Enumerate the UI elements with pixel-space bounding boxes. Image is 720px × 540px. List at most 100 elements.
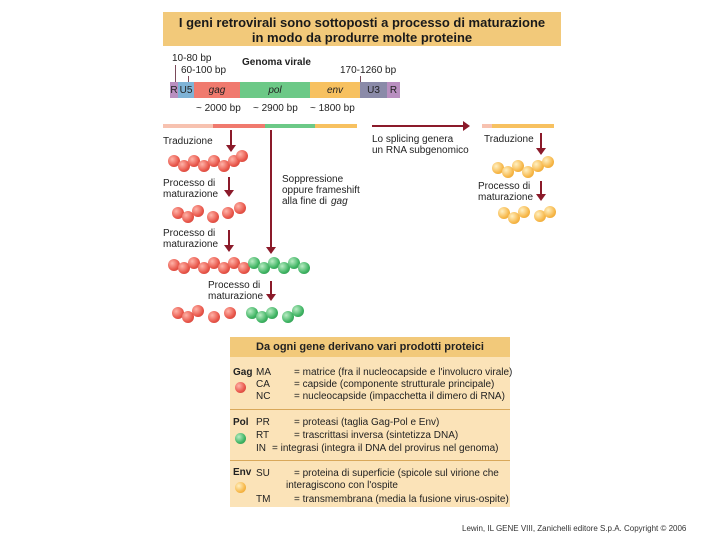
gag-cleaved-ball — [234, 202, 246, 214]
mrna-sub-env — [492, 124, 554, 128]
gag-pol-ball — [258, 262, 270, 274]
gag-pol-ball — [238, 262, 250, 274]
gag-cleaved-ball — [182, 211, 194, 223]
splicing-label: Lo splicing genera un RNA subgenomico — [372, 134, 469, 156]
gag-pol-ball — [188, 257, 200, 269]
gag-protein-ball — [218, 160, 230, 172]
arrow-processo-2 — [224, 230, 234, 252]
abbr-tm: TM — [256, 494, 271, 505]
segment-r-left: R — [170, 82, 178, 98]
final-protein-ball — [172, 307, 184, 319]
env-protein-ball — [522, 166, 534, 178]
tick-170-1260 — [360, 76, 361, 82]
desc-pr: = proteasi (taglia Gag-Pol e Env) — [294, 417, 440, 428]
gag-pol-ball — [248, 257, 260, 269]
segment-u5: U5 — [178, 82, 194, 98]
mrna-sub-5 — [482, 124, 492, 128]
title-banner: I geni retrovirali sono sottoposti a pro… — [163, 12, 561, 46]
final-protein-ball — [292, 305, 304, 317]
table-header: Da ogni gene derivano vari prodotti prot… — [230, 337, 510, 357]
gag-color-dot — [235, 382, 246, 393]
desc-ma: = matrice (fra il nucleocapside e l'invo… — [294, 367, 513, 378]
arrow-traduzione — [226, 130, 236, 152]
table-divider — [230, 409, 510, 410]
processo-right: Processo di maturazione — [478, 181, 534, 203]
gene-label-pol: Pol — [233, 417, 249, 428]
final-protein-ball — [208, 311, 220, 323]
traduzione-left: Traduzione — [163, 136, 213, 147]
env-cleaved-ball — [518, 206, 530, 218]
final-protein-ball — [246, 307, 258, 319]
mrna-left-5 — [163, 124, 213, 128]
gag-protein-ball — [188, 155, 200, 167]
arrow-splicing — [372, 121, 470, 131]
arrow-processo-3 — [266, 281, 276, 301]
gag-cleaved-ball — [172, 207, 184, 219]
arrow-traduzione-right — [536, 133, 546, 155]
size-env: ~ 1800 bp — [310, 103, 355, 114]
tick-60-100 — [188, 76, 189, 82]
env-protein-ball — [542, 156, 554, 168]
desc-in: = integrasi (integra il DNA del provirus… — [272, 443, 499, 454]
env-protein-ball — [532, 160, 544, 172]
gag-protein-ball — [208, 155, 220, 167]
mrna-env — [315, 124, 357, 128]
gag-protein-ball — [168, 155, 180, 167]
final-protein-ball — [182, 311, 194, 323]
segment-r-right: R — [387, 82, 400, 98]
env-color-dot — [235, 482, 246, 493]
gag-pol-ball — [218, 262, 230, 274]
tick-10-80 — [175, 65, 176, 82]
processo-2: Processo di maturazione — [163, 228, 219, 250]
processo-3: Processo di maturazione — [208, 280, 264, 302]
mrna-gag — [213, 124, 265, 128]
title-line-2: in modo da produrre molte proteine — [251, 30, 473, 45]
gene-label-env: Env — [233, 467, 252, 478]
segment-env: env — [310, 82, 360, 98]
title-line-1: I geni retrovirali sono sottoposti a pro… — [178, 15, 546, 30]
size-gag: ~ 2000 bp — [196, 103, 241, 114]
pol-color-dot — [235, 433, 246, 444]
final-protein-ball — [266, 307, 278, 319]
gag-pol-ball — [208, 257, 220, 269]
genome-label: Genoma virale — [242, 57, 311, 68]
gag-cleaved-ball — [222, 207, 234, 219]
gag-pol-ball — [168, 259, 180, 271]
abbr-ca: CA — [256, 379, 270, 390]
bp-label-170-1260: 170-1260 bp — [340, 65, 397, 76]
env-cleaved-ball — [544, 206, 556, 218]
gag-pol-ball — [228, 257, 240, 269]
desc-su: = proteina di superficie (spicole sul vi… — [294, 468, 499, 479]
abbr-in: IN — [256, 443, 266, 454]
gag-cleaved-ball — [192, 205, 204, 217]
env-cleaved-ball — [498, 207, 510, 219]
bp-label-10-80: 10-80 bp — [172, 53, 212, 64]
env-cleaved-ball — [534, 210, 546, 222]
desc-su-cont: interagiscono con l'ospite — [286, 480, 398, 491]
gag-protein-ball — [178, 160, 190, 172]
env-protein-ball — [502, 166, 514, 178]
mrna-pol — [265, 124, 315, 128]
desc-rt: = trascrittasi inversa (sintetizza DNA) — [294, 430, 459, 441]
gag-pol-ball — [278, 262, 290, 274]
traduzione-right: Traduzione — [484, 134, 534, 145]
arrow-processo-right — [536, 181, 546, 201]
protein-products-table: Da ogni gene derivano vari prodotti prot… — [230, 337, 513, 507]
env-protein-ball — [492, 162, 504, 174]
desc-ca: = capside (componente strutturale princi… — [294, 379, 495, 390]
segment-pol: pol — [240, 82, 310, 98]
final-protein-ball — [256, 311, 268, 323]
bp-label-60-100: 60-100 bp — [181, 65, 227, 76]
arrow-soppressione — [266, 130, 276, 254]
final-protein-ball — [192, 305, 204, 317]
soppressione-label: Soppressione oppure frameshift alla fine… — [282, 174, 360, 207]
gag-cleaved-ball — [207, 211, 219, 223]
gag-pol-ball — [198, 262, 210, 274]
arrow-processo-1 — [224, 177, 234, 197]
abbr-ma: MA — [256, 367, 271, 378]
size-pol: ~ 2900 bp — [253, 103, 298, 114]
gag-pol-ball — [298, 262, 310, 274]
gag-pol-ball — [178, 262, 190, 274]
gag-protein-ball — [198, 160, 210, 172]
gag-pol-ball — [268, 257, 280, 269]
